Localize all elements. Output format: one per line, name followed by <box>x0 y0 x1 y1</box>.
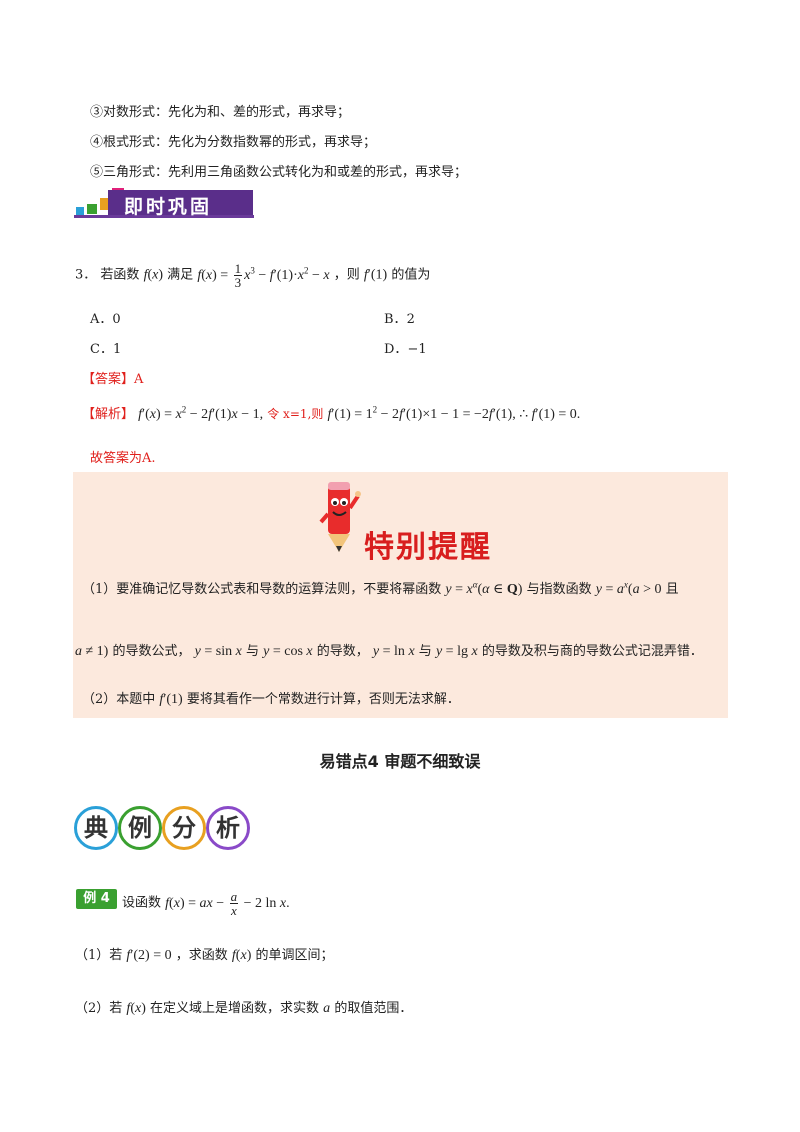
example-badge: 例 4 <box>76 889 117 909</box>
example-header-char: 析 <box>206 806 250 850</box>
banner-label: 即时巩固 <box>124 196 213 218</box>
tip-item-1b: a ≠ 1) 的导数公式， y = sin x 与 y = cos x 的导数，… <box>75 644 703 659</box>
tip-item-1a: （1）要准确记忆导数公式表和导数的运算法则，不要将幂函数 y = xα(α ∈ … <box>82 579 679 597</box>
math-exponential-function: y = ax(a > 0 <box>595 579 662 597</box>
answer-value: A <box>134 372 144 387</box>
problem-lead: 若函数 <box>100 267 140 283</box>
example-lead: 设函数 <box>122 895 162 911</box>
analysis-let: 令 x=1,则 <box>267 407 324 421</box>
analysis-label: 【解析】 <box>82 407 135 422</box>
method-log: ③对数形式：先化为和、差的形式，再求导； <box>90 105 351 120</box>
method-root: ④根式形式：先化为分数指数幂的形式，再求导； <box>90 135 377 150</box>
math-power-function: y = xα(α ∈ Q) <box>445 579 523 597</box>
banner-bar <box>108 190 253 218</box>
math-derivative: f′(x) = x2 − 2f′(1)x − 1, <box>138 404 264 422</box>
math-a-not-1: a ≠ 1) <box>75 644 109 659</box>
math-ln: y = ln x <box>372 644 415 659</box>
banner-underline <box>74 215 254 218</box>
option-b: B．2 <box>384 312 415 327</box>
square-icon <box>87 204 97 214</box>
option-d: D．−1 <box>384 342 427 357</box>
pencil-mascot-icon <box>318 478 362 558</box>
analysis: 【解析】 f′(x) = x2 − 2f′(1)x − 1, 令 x=1,则 f… <box>82 403 580 423</box>
answer: 【答案】A <box>82 368 143 387</box>
problem-tail: ，则 <box>333 267 360 283</box>
example-header-char: 例 <box>118 806 162 850</box>
tip-title: 特别提醒 <box>364 530 492 565</box>
method-trig: ⑤三角形式：先利用三角函数公式转化为和或差的形式，再求导； <box>90 165 468 180</box>
math-fprime-2: f′(2) = 0 <box>126 948 172 963</box>
example-header-char: 典 <box>74 806 118 850</box>
example-header-char: 分 <box>162 806 206 850</box>
math-fprime-1: f′(1) <box>363 267 388 283</box>
math-a: a <box>323 1001 331 1016</box>
math-lg: y = lg x <box>435 644 478 659</box>
tip-box <box>73 472 728 718</box>
problem-satisfies: 满足 <box>167 267 194 283</box>
option-c: C．1 <box>90 342 122 357</box>
answer-label: 【答案】 <box>82 372 135 387</box>
section-title: 易错点4 审题不细致误 <box>319 752 481 771</box>
square-icon <box>76 207 84 215</box>
math-f-of-x: f(x) <box>126 1001 146 1016</box>
math-f-of-x: f(x) <box>231 948 252 963</box>
example-q2: （2）若 f(x) 在定义域上是增函数，求实数 a 的取值范围． <box>75 1001 413 1016</box>
problem-number: 3． <box>75 267 97 283</box>
example-q1: （1）若 f′(2) = 0 ，求函数 f(x) 的单调区间； <box>75 948 334 963</box>
analysis-conclusion: 故答案为A. <box>90 451 156 466</box>
math-f-of-x: f(x) <box>143 267 164 283</box>
math-cos: y = cos x <box>263 644 313 659</box>
option-a: A．0 <box>90 312 121 327</box>
math-substitution: f′(1) = 12 − 2f′(1)×1 − 1 = −2f′(1), ∴ f… <box>327 404 581 422</box>
problem-value-of: 的值为 <box>391 267 431 283</box>
tip-item-2: （2）本题中 f′(1) 要将其看作一个常数进行计算，否则无法求解． <box>82 692 460 707</box>
math-fprime-1: f′(1) <box>159 692 183 707</box>
math-sin: y = sin x <box>194 644 242 659</box>
